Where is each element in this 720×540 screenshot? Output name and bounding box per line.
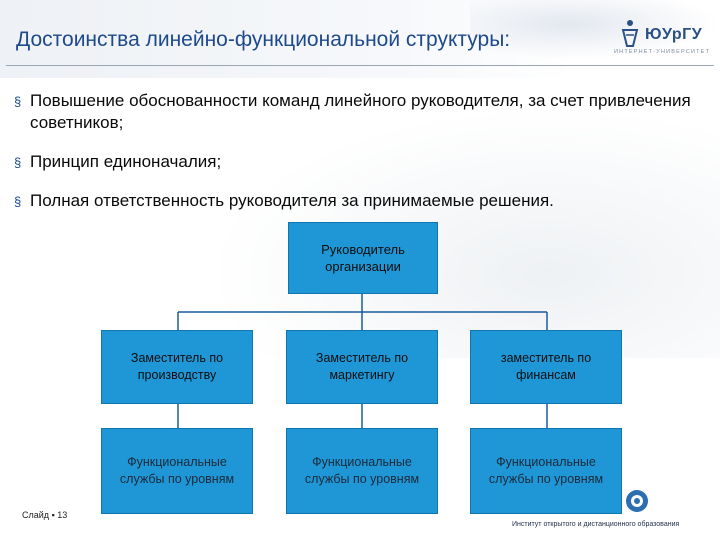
- bullet-square-icon: §: [14, 94, 22, 109]
- bullet-text: Полная ответственность руководителя за п…: [30, 191, 554, 210]
- org-chart-services-box: Функциональные службы по уровням: [286, 428, 438, 514]
- bullet-square-icon: §: [14, 155, 22, 170]
- org-chart-services-label: Функциональные службы по уровням: [119, 455, 235, 486]
- org-chart-ceo-box: Руководитель организации: [288, 222, 438, 294]
- header-background-image: [470, 0, 720, 60]
- page-title: Достоинства линейно-функциональной струк…: [16, 28, 511, 51]
- org-chart-services-label: Функциональные службы по уровням: [488, 455, 604, 486]
- org-chart-services-label: Функциональные службы по уровням: [304, 455, 420, 486]
- bullet-text: Принцип единоначалия;: [30, 152, 222, 171]
- advantages-list: § Повышение обоснованности команд линейн…: [14, 90, 704, 212]
- org-chart-deputy-production-box: Заместитель по производству: [101, 330, 253, 404]
- org-chart-deputy-finance-box: заместитель по финансам: [470, 330, 622, 404]
- org-chart-ceo-label: Руководитель организации: [321, 242, 405, 274]
- title-divider: [6, 65, 714, 66]
- university-logo-subtitle: ИНТЕРНЕТ-УНИВЕРСИТЕТ: [614, 49, 711, 55]
- bullet-square-icon: §: [14, 194, 22, 209]
- slide-separator: ▪: [51, 510, 55, 520]
- university-logo-text: ЮУрГУ: [645, 26, 703, 43]
- slide-label: Слайд: [22, 510, 50, 520]
- institute-logo-icon: [626, 490, 648, 512]
- org-chart-deputy-label: заместитель по финансам: [500, 351, 592, 382]
- org-chart-deputy-label: Заместитель по производству: [130, 351, 224, 382]
- org-chart-deputy-label: Заместитель по маркетингу: [315, 351, 409, 382]
- org-chart-services-box: Функциональные службы по уровням: [470, 428, 622, 514]
- institute-name: Институт открытого и дистанционного обра…: [512, 521, 680, 528]
- slide-number: Слайд ▪ 13: [22, 510, 67, 520]
- org-chart-services-box: Функциональные службы по уровням: [101, 428, 253, 514]
- list-item: § Повышение обоснованности команд линейн…: [14, 90, 704, 134]
- slide-number-value: 13: [57, 510, 68, 520]
- list-item: § Принцип единоначалия;: [14, 151, 704, 173]
- bullet-text: Повышение обоснованности команд линейног…: [30, 91, 691, 132]
- university-logo-icon: [621, 20, 639, 47]
- org-chart-deputy-marketing-box: Заместитель по маркетингу: [286, 330, 438, 404]
- list-item: § Полная ответственность руководителя за…: [14, 190, 704, 212]
